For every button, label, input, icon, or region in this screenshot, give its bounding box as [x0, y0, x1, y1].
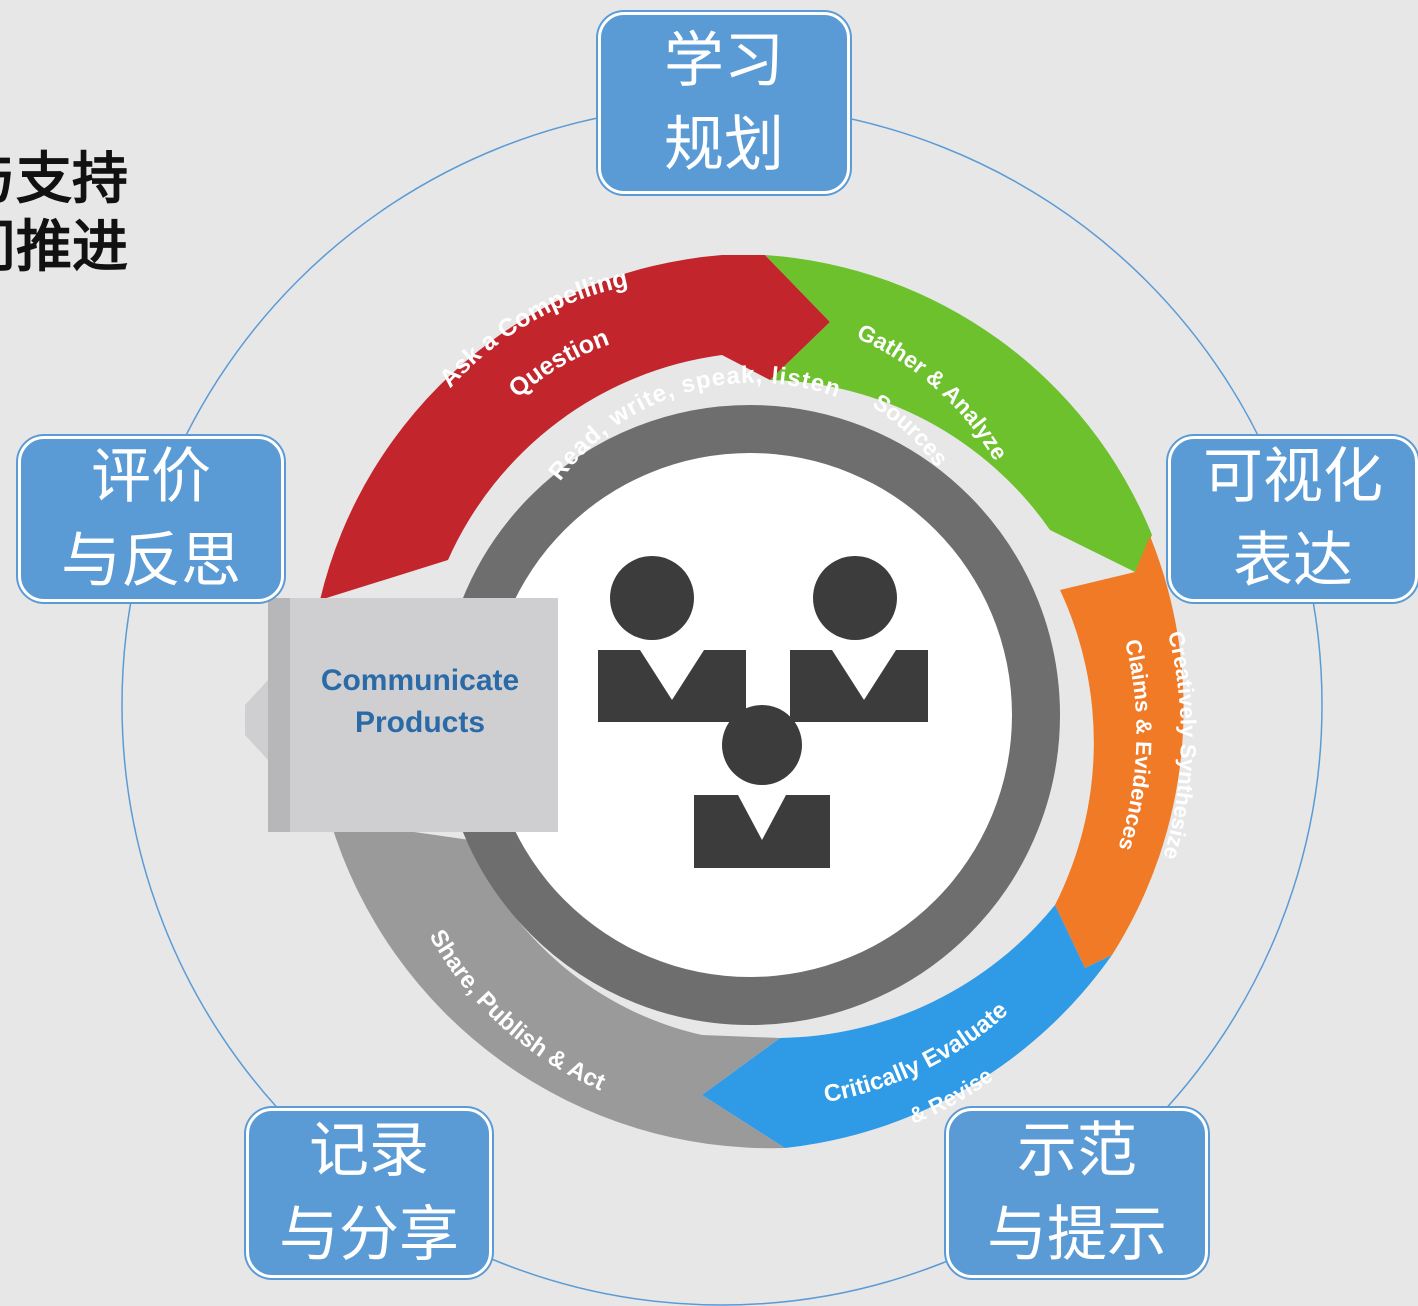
stage-box-eval-line1: 评价 [91, 442, 211, 512]
stage-box-visual-line1: 可视化 [1203, 442, 1383, 512]
stage-box-demo-line1: 示范 [1017, 1116, 1137, 1186]
segment-share [330, 820, 785, 1149]
stage-box-demo-line2: 与提示 [987, 1200, 1167, 1270]
people-group-icon [598, 556, 928, 868]
page-title-line1: 与支持 [0, 147, 128, 212]
stage-box-visual-line2: 表达 [1233, 526, 1353, 596]
segment-evaluate [702, 905, 1112, 1148]
stage-box-plan-line2: 规划 [664, 110, 784, 180]
page-title-line2: 问推进 [0, 215, 128, 280]
segment-synthesize [1055, 536, 1184, 968]
communicate-label-line2: Products [355, 706, 485, 739]
stage-box-plan-line1: 学习 [664, 26, 784, 96]
stage-box-visual: 可视化 表达 [1168, 436, 1418, 602]
stage-box-record-line2: 与分享 [279, 1200, 459, 1270]
stage-box-eval-line2: 与反思 [61, 526, 241, 596]
stage-box-record: 记录 与分享 [246, 1108, 492, 1278]
communicate-label-line1: Communicate [321, 664, 519, 697]
stage-box-demo: 示范 与提示 [946, 1108, 1208, 1278]
stage-box-eval: 评价 与反思 [18, 436, 284, 602]
stage-box-record-line1: 记录 [309, 1116, 429, 1186]
communicate-products-box [245, 598, 558, 832]
segment-ask [320, 255, 830, 600]
stage-box-plan: 学习 规划 [598, 12, 850, 194]
segment-gather [765, 255, 1152, 572]
